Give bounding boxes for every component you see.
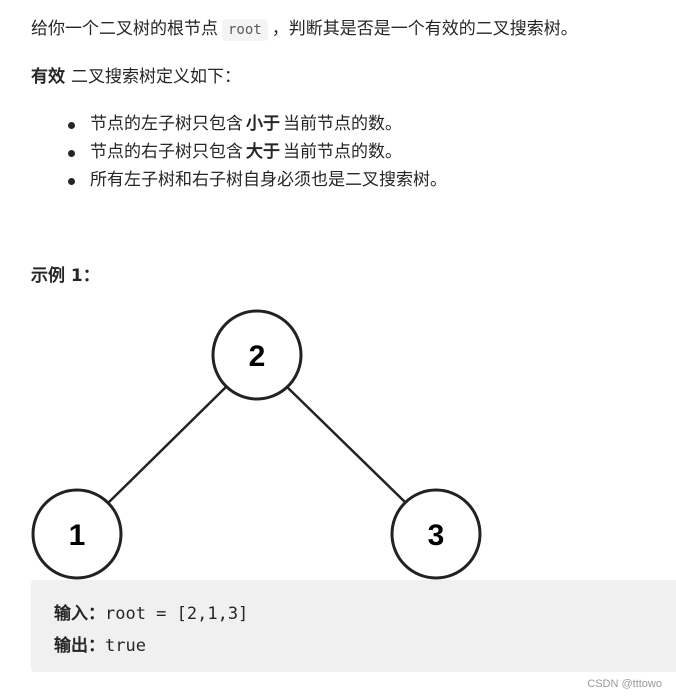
rule-text: 所有左子树和右子树自身必须也是二叉搜索树。 (90, 170, 447, 190)
rule-text: 当前节点的数。 (283, 142, 402, 162)
input-label: 输入： (54, 604, 105, 624)
input-value: root = [2,1,3] (105, 604, 249, 624)
definition-text: 二叉搜索树定义如下： (71, 67, 241, 87)
intro-text-before: 给你一个二叉树的根节点 (31, 19, 218, 39)
rules-list: 节点的左子树只包含小于当前节点的数。 节点的右子树只包含大于当前节点的数。 所有… (60, 110, 447, 194)
definition-bold: 有效 (31, 67, 65, 87)
definition-heading: 有效二叉搜索树定义如下： (31, 62, 241, 92)
example-title: 示例 1： (31, 266, 100, 286)
tree-node-right: 3 (390, 488, 482, 580)
rule-item-left: 节点的左子树只包含小于当前节点的数。 (60, 110, 447, 138)
intro-text-after: ，判断其是否是一个有效的二叉搜索树。 (271, 19, 578, 39)
example-output: 输出：true (54, 631, 146, 656)
tree-node-root: 2 (211, 309, 303, 401)
example-input: 输入：root = [2,1,3] (54, 599, 248, 624)
node-left-label: 1 (69, 519, 86, 552)
rule-item-right: 节点的右子树只包含大于当前节点的数。 (60, 138, 447, 166)
node-root-label: 2 (249, 340, 266, 373)
binary-tree-diagram: 2 1 3 (31, 309, 482, 580)
rule-text: 节点的右子树只包含 (90, 142, 243, 162)
rule-item-subtrees: 所有左子树和右子树自身必须也是二叉搜索树。 (60, 166, 447, 194)
example-io-block: 输入：root = [2,1,3] 输出：true (31, 580, 676, 672)
rule-text: 当前节点的数。 (283, 114, 402, 134)
rule-text: 节点的左子树只包含 (90, 114, 243, 134)
tree-node-left: 1 (31, 488, 123, 580)
node-right-label: 3 (428, 519, 445, 552)
output-label: 输出： (54, 636, 105, 656)
edge-root-right (284, 384, 407, 504)
output-value: true (105, 636, 146, 656)
watermark: CSDN @tttowo (587, 678, 662, 690)
rule-bold: 小于 (246, 114, 280, 134)
rule-bold: 大于 (246, 142, 280, 162)
inline-code-root: root (222, 19, 268, 41)
edge-root-left (107, 384, 229, 504)
